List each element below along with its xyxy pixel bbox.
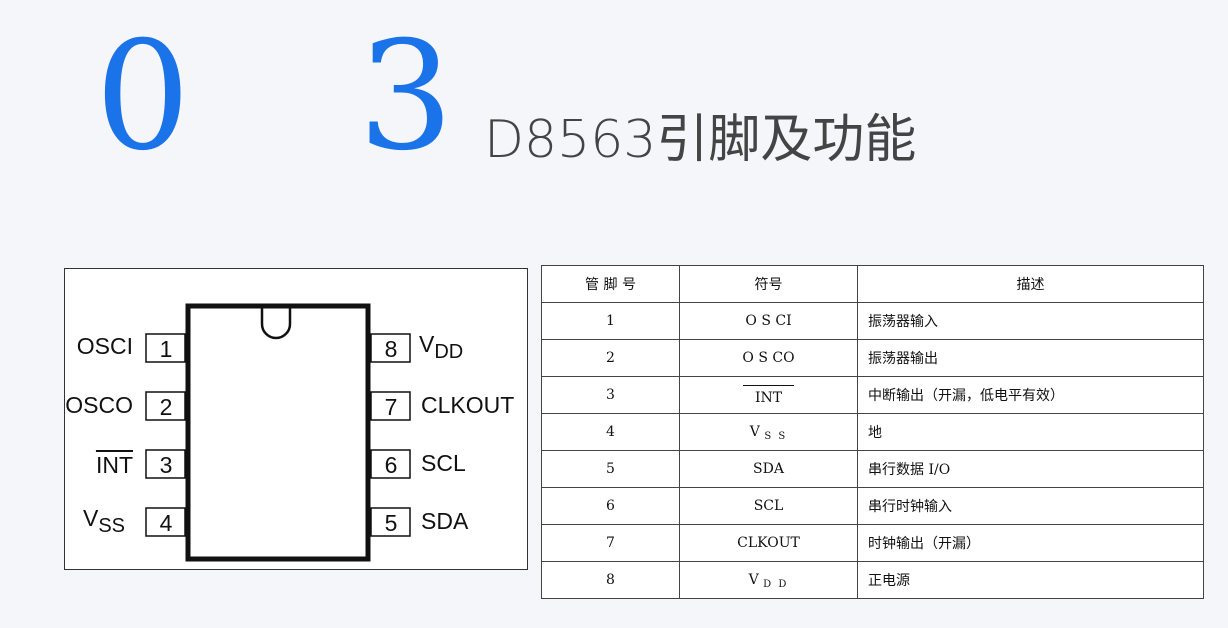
cell-pin: 4 (541, 413, 680, 451)
pin-3-label: INT (95, 452, 133, 478)
pin-5-number: 5 (384, 510, 398, 536)
cell-desc: 振荡器输出 (857, 339, 1204, 377)
cell-pin: 1 (541, 302, 680, 340)
pin-2-number: 2 (159, 394, 173, 420)
cell-pin: 6 (541, 487, 680, 525)
table-row: 6 SCL 串行时钟输入 (541, 487, 1204, 525)
cell-pin: 7 (541, 524, 680, 562)
section-number: 0 3 (95, 10, 514, 184)
cell-symbol: SCL (679, 487, 858, 525)
pin-function-table: 管 脚 号 符号 描述 1 O S CI 振荡器输入 2 O S CO 振荡器输… (541, 265, 1204, 599)
pin-4-label-main: V (83, 505, 99, 531)
cell-symbol-main: V (748, 572, 759, 588)
pin-4-label: VSS (83, 505, 125, 537)
cell-symbol-sub: S S (764, 431, 788, 442)
table-row: 5 SDA 串行数据 I/O (541, 450, 1204, 488)
pin-8-label-main: V (419, 331, 435, 357)
page-title: D8563引脚及功能 (484, 110, 917, 170)
pin-4-number: 4 (159, 510, 173, 536)
cell-desc: 地 (857, 413, 1204, 451)
cell-symbol: V S S (679, 413, 858, 451)
header-description: 描述 (857, 265, 1204, 303)
cell-symbol-int: INT (742, 384, 795, 406)
cell-pin: 8 (541, 561, 680, 599)
cell-desc: 串行时钟输入 (857, 487, 1204, 525)
table-row: 2 O S CO 振荡器输出 (541, 339, 1204, 377)
cell-pin: 3 (541, 376, 680, 414)
pin-7-number: 7 (384, 394, 398, 420)
cell-symbol: SDA (679, 450, 858, 488)
pin-6-number: 6 (384, 452, 398, 478)
pin-1-number: 1 (159, 336, 173, 362)
pin-8-number: 8 (384, 336, 398, 362)
cell-symbol: V D D (679, 561, 858, 599)
cell-pin: 2 (541, 339, 680, 377)
cell-symbol: O S CI (679, 302, 858, 340)
pin-8-label: VDD (419, 331, 463, 363)
pin-2-label: OSCO (65, 392, 133, 418)
pin-7-label: CLKOUT (421, 392, 515, 418)
table-row: 8 V D D 正电源 (541, 561, 1204, 599)
cell-symbol: CLKOUT (679, 524, 858, 562)
header-symbol: 符号 (679, 265, 858, 303)
cell-symbol-sub: D D (763, 579, 789, 590)
chip-outline (145, 303, 411, 562)
table-row: 7 CLKOUT 时钟输出（开漏） (541, 524, 1204, 562)
cell-desc: 中断输出（开漏，低电平有效） (857, 376, 1204, 414)
cell-symbol-main: V (749, 424, 760, 440)
pin-8-label-sub: DD (434, 341, 464, 363)
header-pin-number: 管 脚 号 (541, 265, 680, 303)
cell-symbol: O S CO (679, 339, 858, 377)
table-row: 4 V S S 地 (541, 413, 1204, 451)
table-header-row: 管 脚 号 符号 描述 (541, 265, 1204, 303)
pin-3-number: 3 (159, 452, 173, 478)
cell-symbol: INT (679, 376, 858, 414)
cell-desc: 时钟输出（开漏） (857, 524, 1204, 562)
cell-pin: 5 (541, 450, 680, 488)
pin-5-label: SDA (421, 508, 469, 534)
pin-4-label-sub: SS (98, 515, 126, 537)
pinout-diagram: 1 OSCI 2 OSCO 3 INT 4 VSS 8 VDD 7 CLKOUT… (64, 268, 528, 570)
table-row: 3 INT 中断输出（开漏，低电平有效） (541, 376, 1204, 414)
table-row: 1 O S CI 振荡器输入 (541, 302, 1204, 340)
cell-desc: 振荡器输入 (857, 302, 1204, 340)
cell-desc: 串行数据 I/O (857, 450, 1204, 488)
pin-1-label: OSCI (76, 333, 133, 359)
pin-6-label: SCL (421, 450, 466, 476)
cell-desc: 正电源 (857, 561, 1204, 599)
